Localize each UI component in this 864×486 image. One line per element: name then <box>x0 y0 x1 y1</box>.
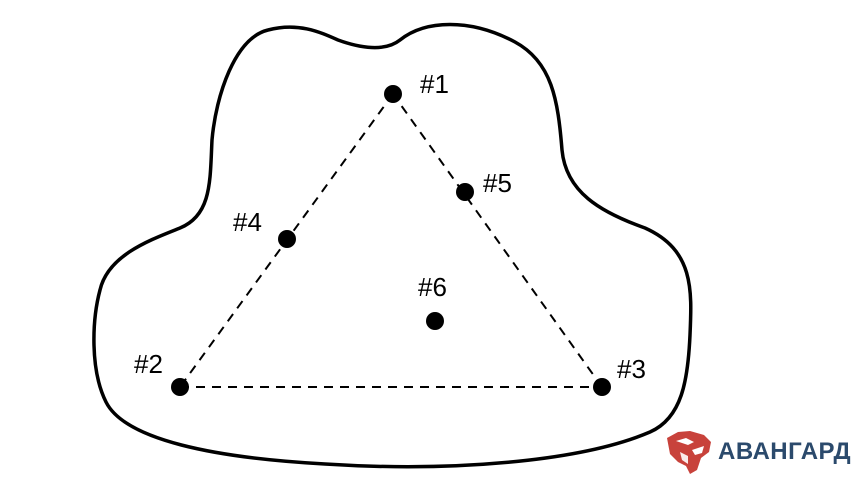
point-6: #6 <box>418 272 447 330</box>
point-3: #3 <box>593 354 646 396</box>
point-5-label: #5 <box>483 168 512 198</box>
dashed-line-3-1 <box>392 93 603 388</box>
point-6-label: #6 <box>418 272 447 302</box>
point-2-marker <box>171 378 189 396</box>
point-3-label: #3 <box>617 354 646 384</box>
point-4-label: #4 <box>233 207 262 237</box>
point-1-label: #1 <box>420 69 449 99</box>
vest-outline <box>92 22 693 469</box>
point-3-marker <box>593 378 611 396</box>
point-2: #2 <box>134 349 189 396</box>
panther-head-icon <box>667 431 711 474</box>
point-5-marker <box>456 183 474 201</box>
connection-lines <box>179 93 603 388</box>
point-4: #4 <box>233 207 296 248</box>
point-5: #5 <box>456 168 512 201</box>
point-6-marker <box>426 312 444 330</box>
point-1: #1 <box>384 69 449 103</box>
brand-logo-block: АВАНГАРД <box>664 428 851 476</box>
brand-name: АВАНГАРД <box>718 438 852 465</box>
point-4-marker <box>278 230 296 248</box>
point-1-marker <box>384 85 402 103</box>
point-2-label: #2 <box>134 349 163 379</box>
